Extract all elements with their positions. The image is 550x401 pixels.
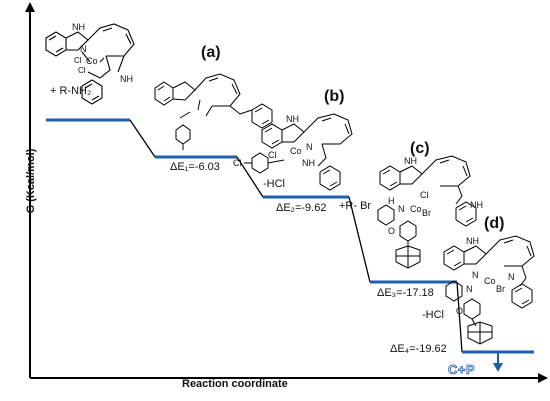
- molecule-d-br-label: Br: [496, 284, 505, 294]
- reactant-n-label: N: [80, 44, 87, 54]
- molecule-c-br-label: Br: [422, 208, 431, 218]
- molecule-c-nh-label-2: NH: [470, 200, 483, 210]
- molecule-c-co-label: Co: [410, 204, 422, 214]
- energy-label-4: ΔE₄=-19.62: [390, 343, 447, 355]
- stage-b-label: (b): [324, 88, 345, 105]
- y-axis-arrowhead: [25, 2, 35, 12]
- molecule-b-cl-sub-label: Cl: [233, 158, 242, 168]
- molecule-reactant: [45, 23, 135, 105]
- molecule-c-h-label: H: [388, 196, 395, 206]
- stage-a-label: (a): [201, 44, 221, 61]
- reactant-cl-label-1: Cl: [74, 56, 82, 65]
- molecule-b-cl-label: Cl: [268, 150, 277, 160]
- molecule-b-nh-label-2: NH: [302, 158, 315, 168]
- molecule-a: [154, 73, 273, 150]
- reactant-nh-label-2: NH: [120, 74, 133, 84]
- molecule-d-nh-label: NH: [466, 236, 479, 246]
- molecule-d-n-label: N: [472, 270, 479, 280]
- molecule-d-n-label-2: N: [466, 284, 473, 294]
- stage-c-label: (c): [410, 140, 430, 157]
- reagent-hcl-2: -HCl: [422, 309, 444, 321]
- connector-1: [129, 119, 156, 158]
- reagent-rbr: +R- Br: [339, 200, 372, 212]
- molecule-c: [377, 155, 477, 269]
- molecule-b-n-label: N: [306, 142, 313, 152]
- molecule-c-nh-label: NH: [404, 156, 417, 166]
- connector-2: [236, 156, 264, 198]
- energy-label-3: ΔE₃=-17.18: [377, 287, 434, 299]
- x-axis-label: Reaction coordinate: [182, 378, 288, 390]
- reactant-nh-label-1: NH: [72, 22, 85, 32]
- molecule-b-nh-label: NH: [286, 114, 299, 124]
- connector-3: [348, 196, 371, 283]
- product-arrow-head: [493, 363, 503, 372]
- molecule-d-co-label: Co: [484, 276, 496, 286]
- start-reagent-label: + R-NH₂: [50, 85, 92, 97]
- energy-label-2: ΔE₂=-9.62: [276, 202, 327, 214]
- y-axis-label: G (Kcal/mol): [25, 148, 37, 214]
- x-axis-arrowhead: [538, 373, 548, 383]
- molecule-d: [443, 235, 535, 345]
- molecule-d-n-label-3: N: [508, 272, 515, 282]
- molecule-c-n-label: N: [398, 204, 405, 214]
- energy-label-1: ΔE₁=-6.03: [170, 161, 220, 173]
- reactant-cl-label-2: Cl: [78, 66, 86, 75]
- molecule-c-cl-label: Cl: [420, 190, 429, 200]
- molecule-b-co-label: Co: [290, 146, 302, 156]
- molecule-d-o-label: O: [456, 306, 464, 316]
- reactant-co-label: Co: [86, 56, 98, 66]
- reagent-hcl-1: -HCl: [263, 178, 285, 190]
- molecule-c-o-label: O: [388, 226, 396, 236]
- molecule-b: [244, 113, 353, 191]
- product-label: C+P: [448, 362, 476, 378]
- connector-4: [456, 281, 463, 353]
- stage-d-label: (d): [484, 215, 505, 232]
